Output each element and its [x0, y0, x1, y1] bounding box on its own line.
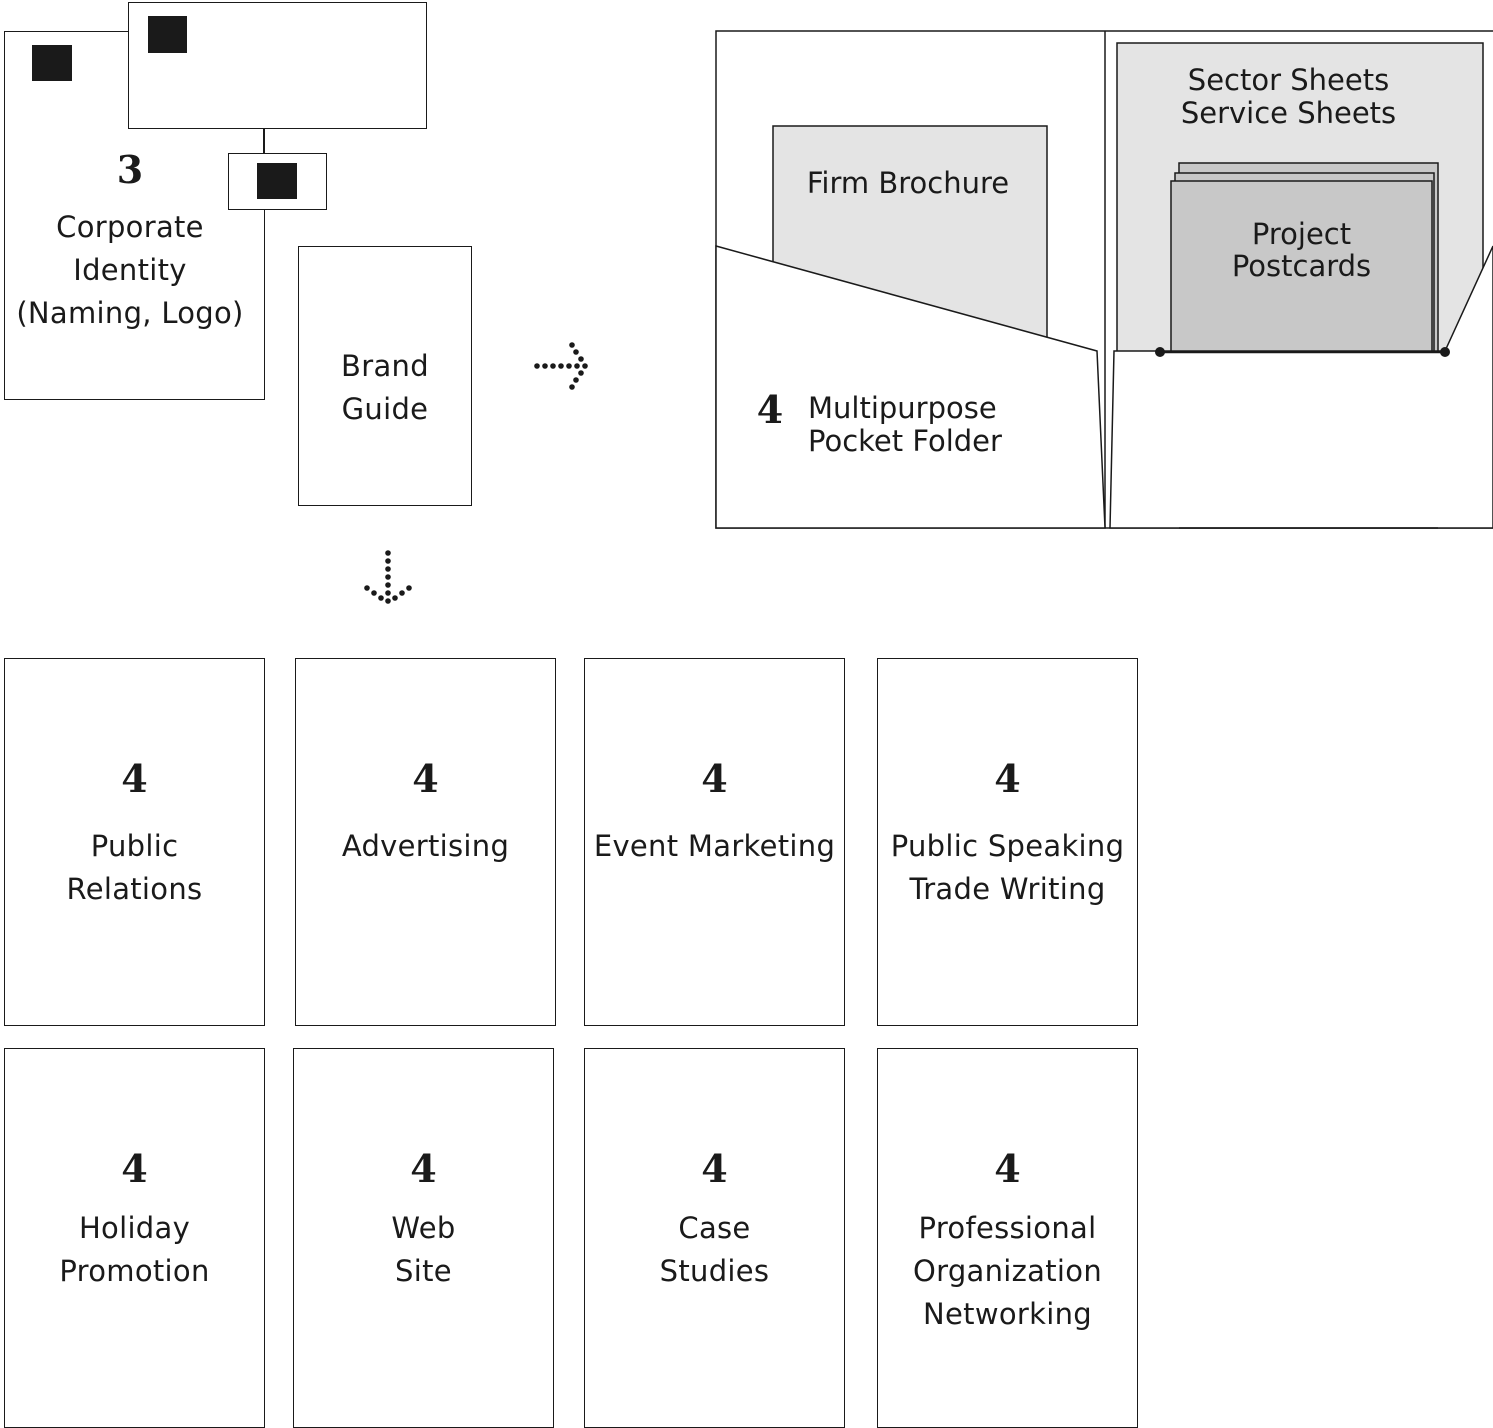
- folder-number: 4: [756, 387, 784, 432]
- card-number: 4: [994, 756, 1021, 801]
- card-number: 4: [410, 1146, 437, 1191]
- brand-guide-booklet: [298, 246, 472, 506]
- connector-line: [263, 129, 265, 154]
- slit-dot-right: [1440, 347, 1450, 357]
- card-number: 4: [994, 1146, 1021, 1191]
- card-number: 4: [412, 756, 439, 801]
- card-advertising: 4 Advertising: [295, 658, 556, 1026]
- card-label: Advertising: [341, 829, 510, 863]
- sheets-label: Sector Sheets Service Sheets: [1180, 63, 1397, 130]
- envelope: [128, 2, 427, 129]
- brand-guide-label: Brand Guide: [341, 349, 429, 426]
- identity-number: 3: [116, 147, 144, 192]
- business-card-logo-mark: [257, 163, 297, 199]
- dotted-arrow-right-icon: [534, 342, 588, 390]
- dotted-arrow-down-icon: [364, 550, 412, 604]
- postcards-label: Project Postcards: [1231, 217, 1372, 283]
- card-number: 4: [701, 1146, 728, 1191]
- pocket-folder-illustration: [715, 30, 1493, 529]
- card-event-marketing: 4 Event Marketing: [584, 658, 845, 1026]
- postcards-card: [1170, 180, 1433, 354]
- card-number: 4: [121, 756, 148, 801]
- card-label: Event Marketing: [593, 829, 836, 863]
- left-pocket: [715, 245, 1106, 529]
- envelope-logo-mark: [148, 16, 187, 53]
- card-number: 4: [701, 756, 728, 801]
- card-number: 4: [121, 1146, 148, 1191]
- letterhead-logo-mark: [32, 45, 72, 81]
- folder-label: Multipurpose Pocket Folder: [808, 391, 1002, 458]
- identity-label: Corporate Identity (Naming, Logo): [16, 210, 244, 330]
- firm-brochure-label: Firm Brochure: [806, 166, 1010, 200]
- slit-dot-left: [1155, 347, 1165, 357]
